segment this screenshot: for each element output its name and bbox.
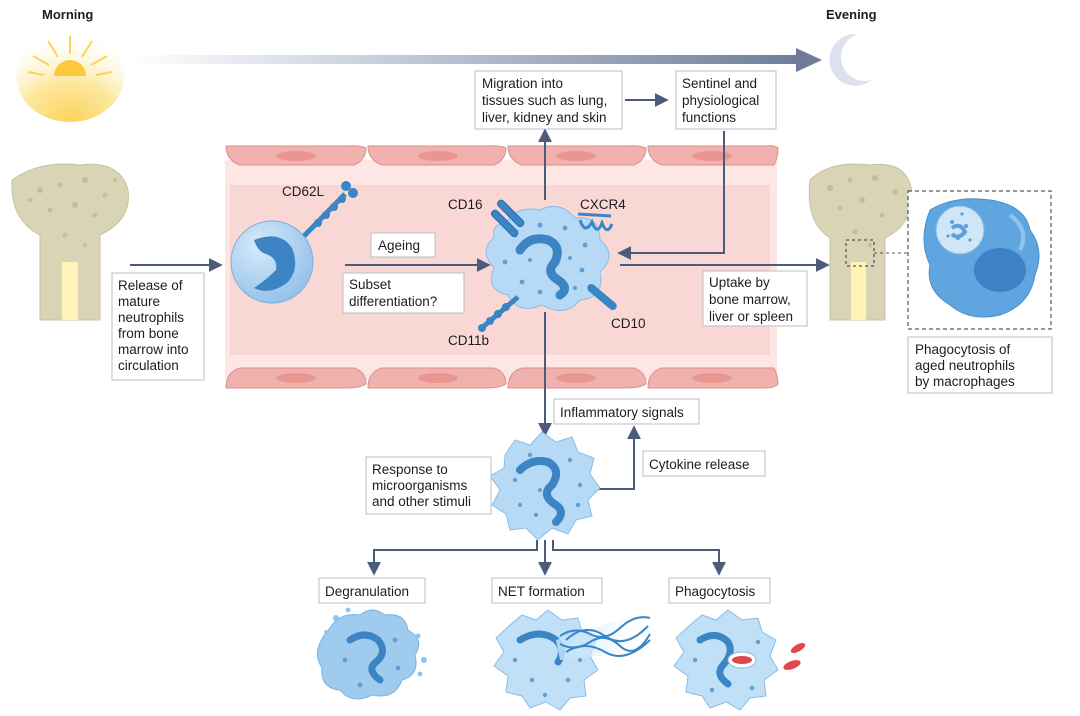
svg-text:marrow into: marrow into <box>118 342 189 357</box>
endothelial-cells-bottom <box>225 367 779 389</box>
degranulation-cell-icon <box>317 607 427 700</box>
cd11b-label: CD11b <box>448 333 489 348</box>
phagocytosis-arrow <box>552 540 726 576</box>
bacterium-icon <box>783 660 801 670</box>
svg-text:Release of: Release of <box>118 278 183 293</box>
ageing-box: Ageing <box>370 232 436 258</box>
cd62l-receptor-icon <box>302 181 358 238</box>
morning-label: Morning <box>42 7 93 22</box>
svg-text:functions: functions <box>682 110 736 125</box>
phagocytosis-box: Phagocytosis <box>668 577 771 604</box>
cxcr4-label: CXCR4 <box>580 197 626 212</box>
svg-text:Inflammatory signals: Inflammatory signals <box>560 405 684 420</box>
svg-text:from bone: from bone <box>118 326 179 341</box>
bacterium-icon <box>790 642 806 654</box>
cd10-label: CD10 <box>611 316 646 331</box>
time-progress-arrow <box>130 48 822 72</box>
degranulation-arrow <box>367 540 538 576</box>
svg-text:Phagocytosis of: Phagocytosis of <box>915 342 1011 357</box>
svg-text:by macrophages: by macrophages <box>915 374 1015 389</box>
net-formation-cell-icon <box>493 609 655 711</box>
migration-box: Migration into tissues such as lung, liv… <box>474 70 623 130</box>
mature-neutrophil-icon <box>230 220 314 304</box>
svg-text:differentiation?: differentiation? <box>349 294 437 309</box>
svg-text:Cytokine release: Cytokine release <box>649 457 750 472</box>
bone-marrow-right-icon <box>808 163 913 321</box>
svg-text:liver, kidney and skin: liver, kidney and skin <box>482 110 607 125</box>
svg-text:Degranulation: Degranulation <box>325 584 409 599</box>
phagocytosis-cell-icon <box>673 609 806 711</box>
moon-icon <box>829 33 872 86</box>
svg-text:Migration into: Migration into <box>482 76 563 91</box>
endothelial-cells-top <box>225 145 779 166</box>
svg-text:Subset: Subset <box>349 277 391 292</box>
cd62l-label: CD62L <box>282 184 325 199</box>
uptake-box: Uptake by bone marrow, liver or spleen <box>702 270 808 327</box>
bacterium-icon <box>732 656 752 664</box>
cd16-label: CD16 <box>448 197 483 212</box>
cytokine-arrow <box>596 425 641 490</box>
svg-text:tissues such as lung,: tissues such as lung, <box>482 93 607 108</box>
activated-neutrophil-icon <box>489 431 601 541</box>
svg-text:NET formation: NET formation <box>498 584 585 599</box>
inflammatory-signals-box: Inflammatory signals <box>553 398 700 425</box>
sentinel-box: Sentinel and physiological functions <box>675 70 777 130</box>
cd10-receptor-icon <box>587 284 617 310</box>
svg-text:aged neutrophils: aged neutrophils <box>915 358 1015 373</box>
cytokine-release-box: Cytokine release <box>642 450 766 477</box>
sun-icon <box>16 30 124 122</box>
svg-text:bone marrow,: bone marrow, <box>709 292 791 307</box>
svg-text:Response to: Response to <box>372 462 448 477</box>
evening-label: Evening <box>826 7 877 22</box>
net-formation-box: NET formation <box>491 577 603 604</box>
svg-text:neutrophils: neutrophils <box>118 310 184 325</box>
cxcr4-receptor-icon <box>577 212 614 232</box>
svg-text:microorganisms: microorganisms <box>372 478 468 493</box>
return-arrow <box>617 131 725 260</box>
svg-text:mature: mature <box>118 294 160 309</box>
svg-text:and other stimuli: and other stimuli <box>372 494 471 509</box>
response-box: Response to microorganisms and other sti… <box>365 456 492 515</box>
subset-differentiation-box: Subset differentiation? <box>342 272 465 314</box>
release-box: Release of mature neutrophils from bone … <box>111 272 205 381</box>
svg-text:Phagocytosis: Phagocytosis <box>675 584 756 599</box>
cd11b-receptor-icon <box>478 295 520 332</box>
svg-text:liver or spleen: liver or spleen <box>709 309 793 324</box>
bone-marrow-left-icon <box>11 163 129 321</box>
svg-text:circulation: circulation <box>118 358 179 373</box>
svg-text:Uptake by: Uptake by <box>709 275 770 290</box>
cd16-receptor-icon <box>490 199 525 238</box>
macrophage-icon <box>923 198 1040 318</box>
svg-text:Sentinel and: Sentinel and <box>682 76 757 91</box>
phagocytosis-macrophage-box: Phagocytosis of aged neutrophils by macr… <box>907 336 1053 394</box>
degranulation-box: Degranulation <box>318 577 426 604</box>
flow-arrows <box>130 93 830 576</box>
svg-text:Ageing: Ageing <box>378 238 420 253</box>
svg-text:physiological: physiological <box>682 93 759 108</box>
